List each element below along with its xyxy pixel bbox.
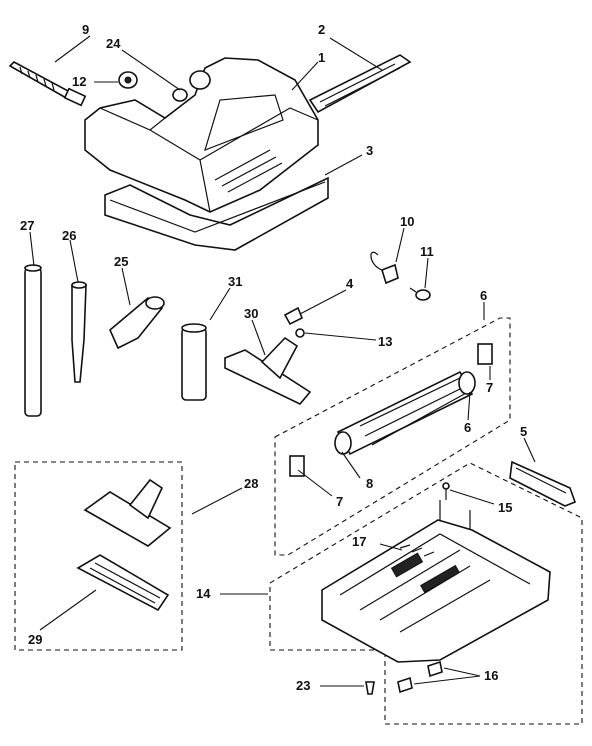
brush-insert-part — [76, 554, 170, 612]
brushroll-part — [289, 343, 493, 477]
callout-17: 17 — [352, 534, 366, 549]
callout-28: 28 — [244, 476, 258, 491]
belt-guard-screw-part — [442, 482, 450, 500]
callout-labels: 9 24 2 1 12 3 27 26 25 31 30 10 11 4 13 … — [20, 22, 527, 693]
base-clip-parts — [397, 660, 443, 694]
callout-14: 14 — [196, 586, 211, 601]
adapter-tube-part — [181, 323, 207, 401]
small-screw-part — [295, 328, 305, 338]
callout-24: 24 — [106, 36, 121, 51]
hood-knob-part — [172, 88, 188, 102]
callout-25: 25 — [114, 254, 128, 269]
callout-31: 31 — [228, 274, 242, 289]
base-plate-part — [321, 500, 551, 663]
callout-5: 5 — [520, 424, 527, 439]
upholstery-tool-part — [109, 296, 165, 350]
base-frame-part — [104, 176, 329, 251]
bumper-strip-part — [308, 54, 412, 114]
crevice-tool-part — [71, 281, 87, 383]
callout-8: 8 — [366, 476, 373, 491]
callout-27: 27 — [20, 218, 34, 233]
callout-2: 2 — [318, 22, 325, 37]
base-plate-group-outline — [269, 462, 583, 725]
base-screw-part — [365, 681, 375, 695]
clip-parts — [399, 544, 435, 557]
callout-30: 30 — [244, 306, 258, 321]
callout-12: 12 — [72, 74, 86, 89]
callout-15: 15 — [498, 500, 512, 515]
extension-wand-part — [24, 264, 42, 417]
bracket-part — [283, 306, 304, 326]
callout-1: 1 — [318, 50, 325, 65]
tool-kit-group-outline — [14, 461, 183, 651]
bushing-part — [118, 71, 138, 89]
callout-26: 26 — [62, 228, 76, 243]
callout-10: 10 — [400, 214, 414, 229]
callout-7-left: 7 — [336, 494, 343, 509]
hood-cover-part — [84, 57, 319, 213]
callout-13: 13 — [378, 334, 392, 349]
callout-11: 11 — [420, 244, 434, 259]
callout-29: 29 — [28, 632, 42, 647]
callout-4: 4 — [346, 276, 354, 291]
bulb-part — [409, 287, 431, 301]
brushroll-group-outline — [274, 317, 511, 556]
callout-16: 16 — [484, 668, 498, 683]
floor-tool-part — [224, 336, 312, 405]
dusting-brush-part — [83, 478, 172, 547]
callout-3: 3 — [366, 143, 373, 158]
cord-clip-part — [370, 251, 399, 285]
leader-lines — [29, 35, 536, 687]
callout-9: 9 — [82, 22, 89, 37]
callout-6-top: 6 — [480, 288, 487, 303]
handle-stem-part — [8, 61, 87, 107]
callout-6-mid: 6 — [464, 420, 471, 435]
drive-belt-part — [509, 460, 577, 507]
callout-7-right: 7 — [486, 380, 493, 395]
callout-23: 23 — [296, 678, 310, 693]
